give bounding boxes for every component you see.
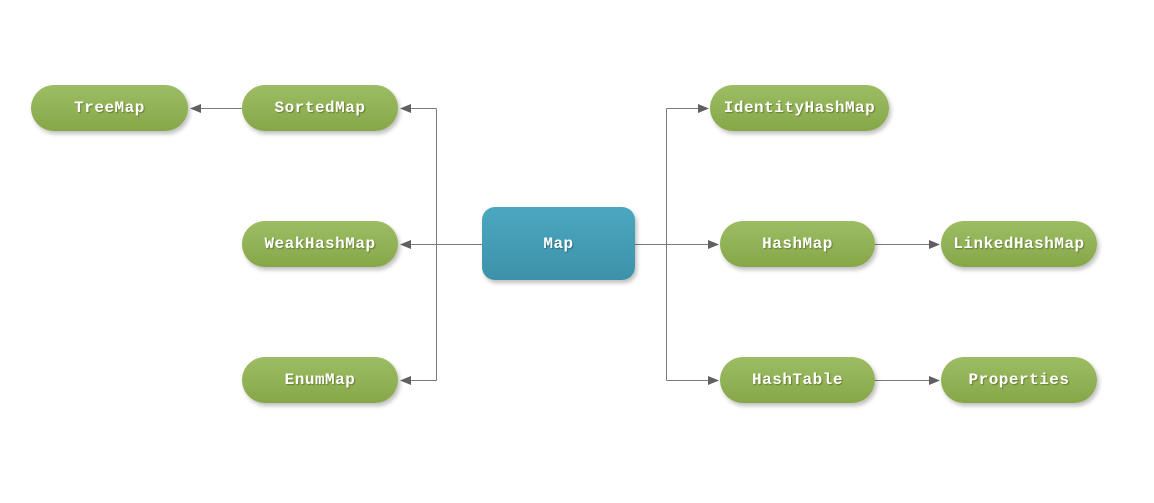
arrowhead-to-treemap-icon [190,104,201,113]
node-weakhashmap: WeakHashMap [242,221,398,267]
arrowhead-to-identityhashmap-icon [698,104,709,113]
node-properties: Properties [941,357,1097,403]
arrowhead-to-enummap-icon [400,376,411,385]
node-treemap: TreeMap [31,85,188,131]
node-linkedhashmap: LinkedHashMap [941,221,1097,267]
arrowhead-to-weakhashmap-icon [400,240,411,249]
arrowhead-to-properties-icon [929,376,940,385]
node-hashtable: HashTable [720,357,875,403]
arrowhead-to-hashtable-icon [708,376,719,385]
arrowhead-to-linkedhashmap-icon [929,240,940,249]
node-hashmap: HashMap [720,221,875,267]
node-map: Map [482,207,635,280]
arrowhead-to-hashmap-icon [708,240,719,249]
node-sortedmap: SortedMap [242,85,398,131]
node-identityhashmap: IdentityHashMap [710,85,889,131]
arrowhead-to-sortedmap-icon [400,104,411,113]
node-enummap: EnumMap [242,357,398,403]
